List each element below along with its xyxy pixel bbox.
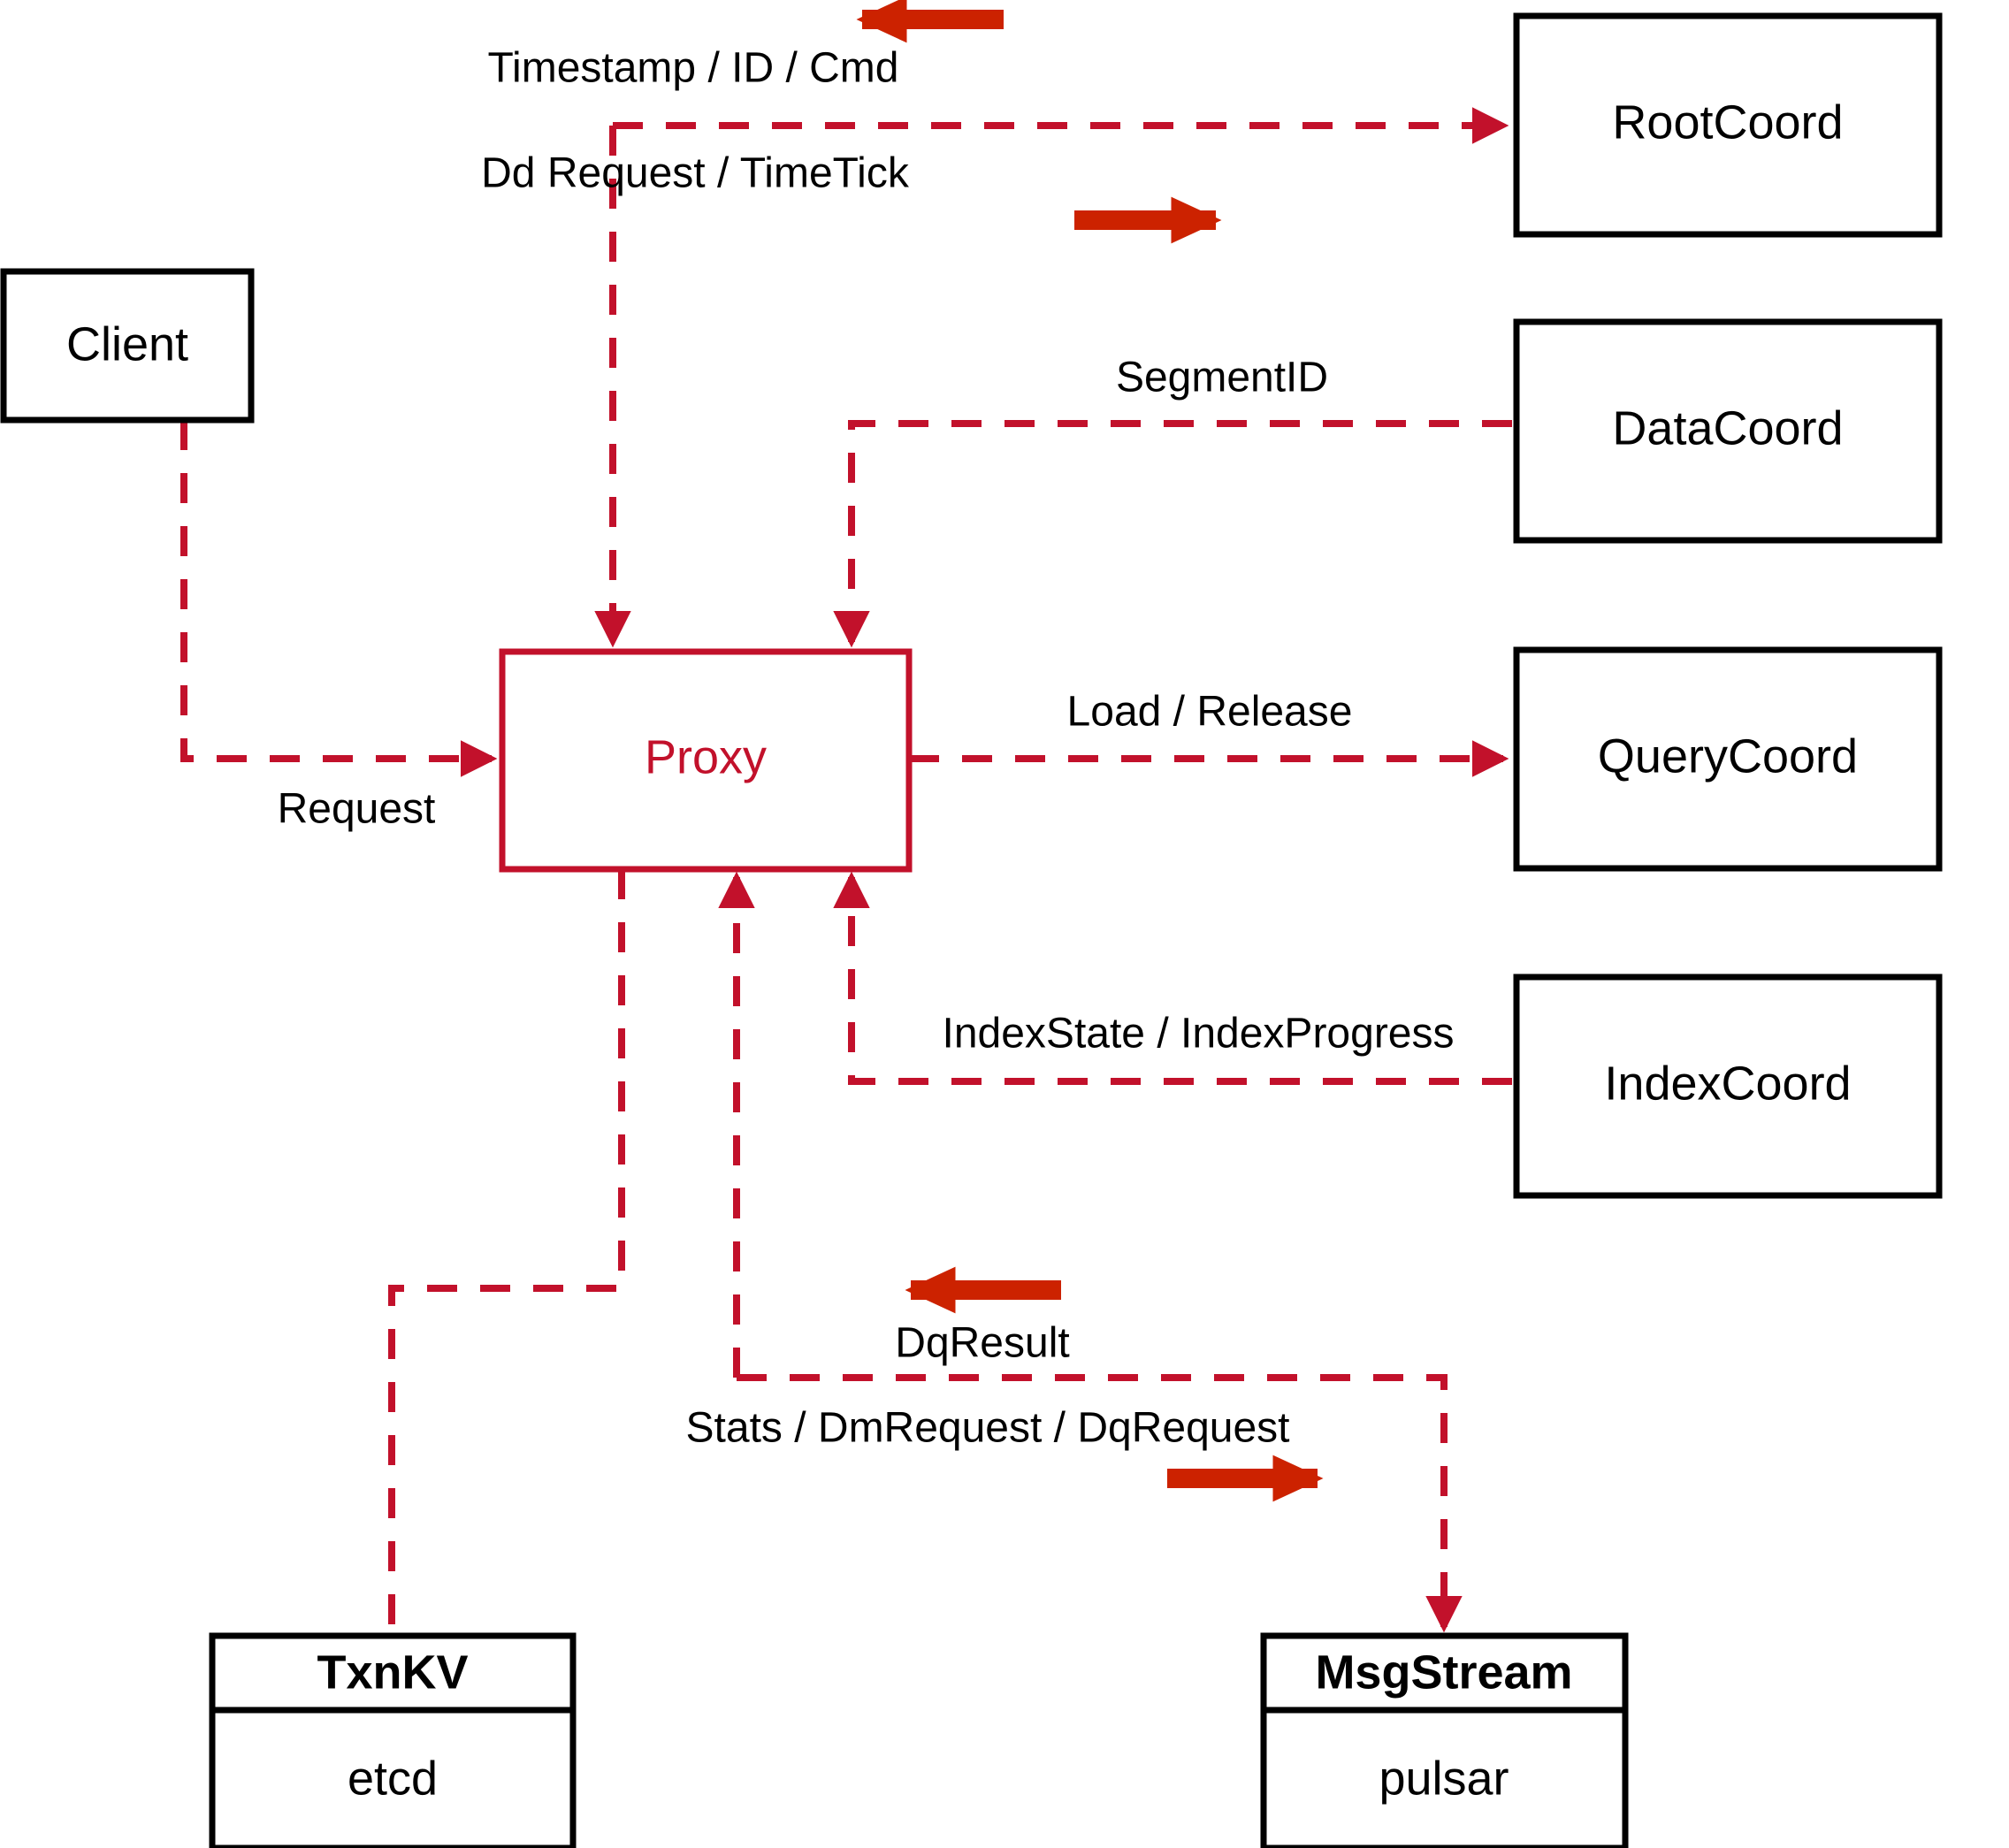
edge-label-proxy-to-rootcoord: Dd Request / TimeTick [481,150,910,197]
edge-proxy-to-txnkv [388,869,625,1632]
edge-label-proxy-to-querycoord: Load / Release [1067,689,1353,736]
node-label-txnkv: TxnKV [317,1646,468,1699]
edge-label-proxy-to-msgstream: Stats / DmRequest / DqRequest [686,1405,1290,1452]
edge-proxy-to-msgstream [737,1374,1463,1633]
node-label-indexcoord: IndexCoord [1604,1057,1851,1110]
node-impl-msgstream: pulsar [1379,1752,1509,1805]
node-box-txnkv[interactable] [209,1632,577,1848]
edge-indexcoord-to-proxy [833,871,1512,1085]
edge-label-indexcoord-reply: IndexState / IndexProgress [943,1011,1455,1058]
node-label-msgstream: MsgStream [1315,1646,1572,1699]
node-impl-txnkv: etcd [348,1752,438,1805]
node-label-proxy: Proxy [645,730,767,783]
node-label-rootcoord: RootCoord [1612,95,1843,149]
edge-label-client-to-proxy: Request [278,786,436,833]
node-box-querycoord[interactable] [1513,646,1943,872]
edge-label-rootcoord-reply: Timestamp / ID / Cmd [488,45,899,92]
node-box-indexcoord[interactable] [1513,974,1943,1199]
node-box-proxy[interactable] [499,648,913,873]
edge-label-datacoord-reply: SegmentID [1116,355,1328,401]
node-box-msgstream[interactable] [1260,1632,1629,1848]
node-label-client: Client [66,317,188,370]
edge-label-msgstream-reply: DqResult [895,1320,1069,1367]
node-box-rootcoord[interactable] [1513,12,1943,238]
edge-datacoord-to-proxy [833,420,1512,648]
edge-client-to-proxy [180,420,498,777]
node-label-datacoord: DataCoord [1612,401,1843,454]
node-box-datacoord[interactable] [1513,318,1943,544]
node-label-querycoord: QueryCoord [1598,729,1858,783]
node-box-client[interactable] [0,268,255,424]
